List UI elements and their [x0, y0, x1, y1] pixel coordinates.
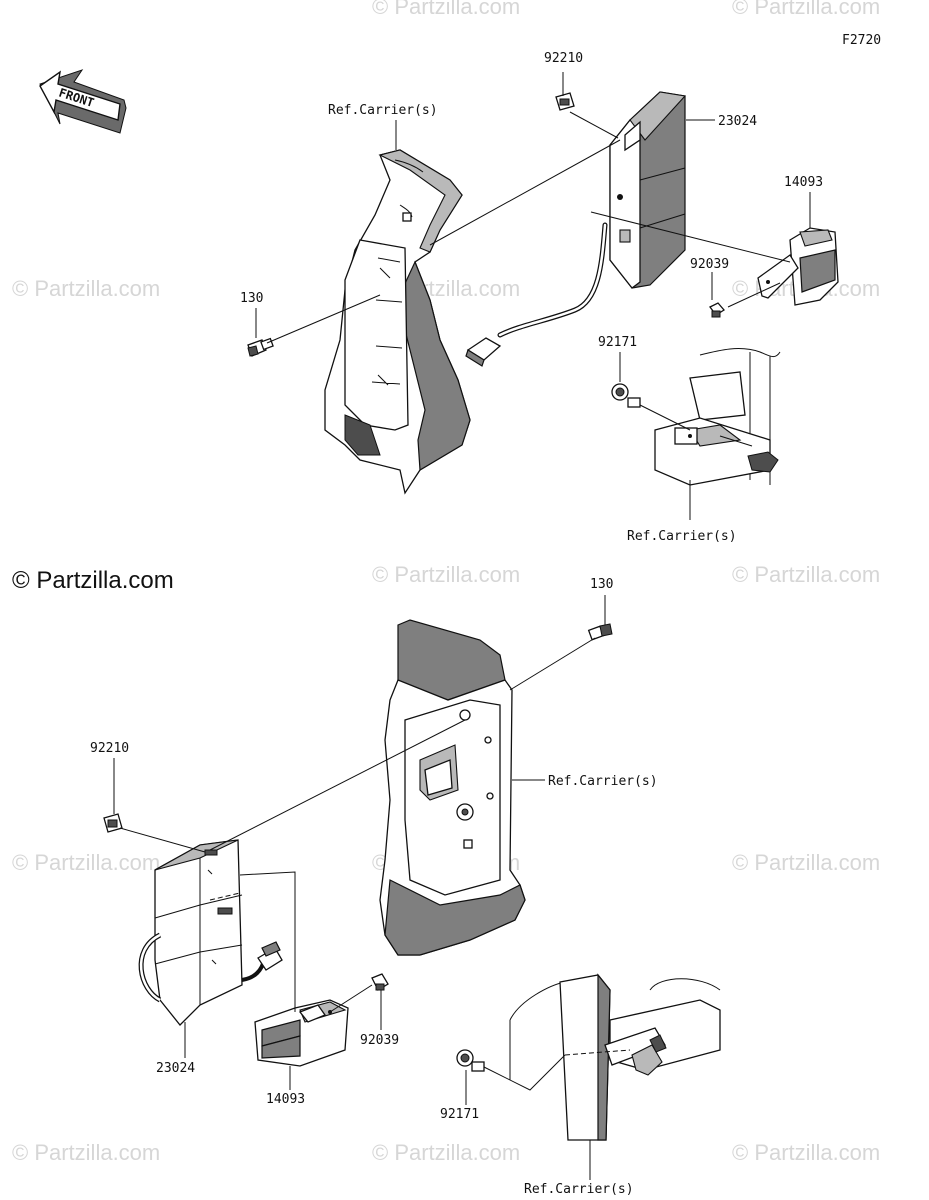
carrier-frame-bottom-top: [654, 348, 781, 486]
watermark-text: © Partzilla.com: [732, 562, 880, 587]
carrier-frame-rear: [379, 619, 526, 956]
label-92210: 92210: [544, 51, 583, 66]
watermark-text: © Partzilla.com: [12, 1140, 160, 1165]
label-23024: 23024: [718, 114, 757, 129]
leader-lines-bottom: [113, 595, 631, 1180]
watermark-text: © Partzilla.com: [12, 276, 160, 301]
label-14093: 14093: [784, 175, 823, 190]
watermarks: © Partzilla.com © Partzilla.com © Partzi…: [12, 0, 880, 1165]
label-14093: 14093: [266, 1092, 305, 1107]
label-130: 130: [590, 577, 613, 592]
label-23024: 23024: [156, 1061, 195, 1076]
clamp-92171-bottom: [456, 1049, 485, 1072]
carrier-frame-top: [324, 149, 471, 495]
front-arrow-icon: FRONT: [39, 69, 127, 134]
screw-92039-top: [709, 302, 725, 318]
label-ref-carrier: Ref.Carrier(s): [524, 1182, 634, 1197]
label-92171: 92171: [440, 1107, 479, 1122]
watermark-text: © Partzilla.com: [732, 1140, 880, 1165]
watermark-text: © Partzilla.com: [372, 0, 520, 19]
label-130: 130: [240, 291, 263, 306]
tail-light-23024-bottom: [154, 839, 243, 1026]
screw-92039-bottom: [371, 973, 389, 991]
labels-top: 92210 23024 14093 92039 130 92171 Ref.Ca…: [240, 51, 823, 544]
label-92171: 92171: [598, 335, 637, 350]
bracket-14093-bottom: [254, 999, 349, 1067]
label-92039: 92039: [360, 1033, 399, 1048]
clamp-92171-top: [611, 383, 641, 408]
top-assembly: 92210 23024 14093 92039 130 92171 Ref.Ca…: [240, 51, 839, 544]
carrier-frame-bottom-rear: [509, 973, 721, 1141]
watermark-text: © Partzilla.com: [12, 850, 160, 875]
label-ref-carrier: Ref.Carrier(s): [627, 529, 737, 544]
bolt-130-top: [247, 337, 274, 357]
label-ref-carrier: Ref.Carrier(s): [548, 774, 658, 789]
bracket-14093-top: [757, 227, 839, 306]
watermark-text: © Partzilla.com: [372, 562, 520, 587]
bottom-assembly: 130 Ref.Carrier(s) 92210 23024 92039 140…: [90, 577, 721, 1197]
clip-nut-92210-top: [555, 92, 575, 111]
watermark-text: © Partzilla.com: [372, 1140, 520, 1165]
labels-bottom: 130 Ref.Carrier(s) 92210 23024 92039 140…: [90, 577, 658, 1197]
tail-light-23024-top: [609, 91, 687, 289]
wire-harness-bottom: [138, 932, 283, 1003]
clip-nut-92210-bottom: [103, 813, 123, 833]
watermark-text: © Partzilla.com: [732, 0, 880, 19]
figure-code: F2720: [842, 33, 881, 48]
leader-lines-top: [255, 72, 811, 520]
label-92210: 92210: [90, 741, 129, 756]
label-ref-carrier: Ref.Carrier(s): [328, 103, 438, 118]
wire-harness-top: [465, 222, 608, 367]
watermark-text: © Partzilla.com: [732, 850, 880, 875]
label-92039: 92039: [690, 257, 729, 272]
watermark-highlight: © Partzilla.com: [12, 567, 174, 594]
bolt-130-bottom: [587, 623, 613, 641]
